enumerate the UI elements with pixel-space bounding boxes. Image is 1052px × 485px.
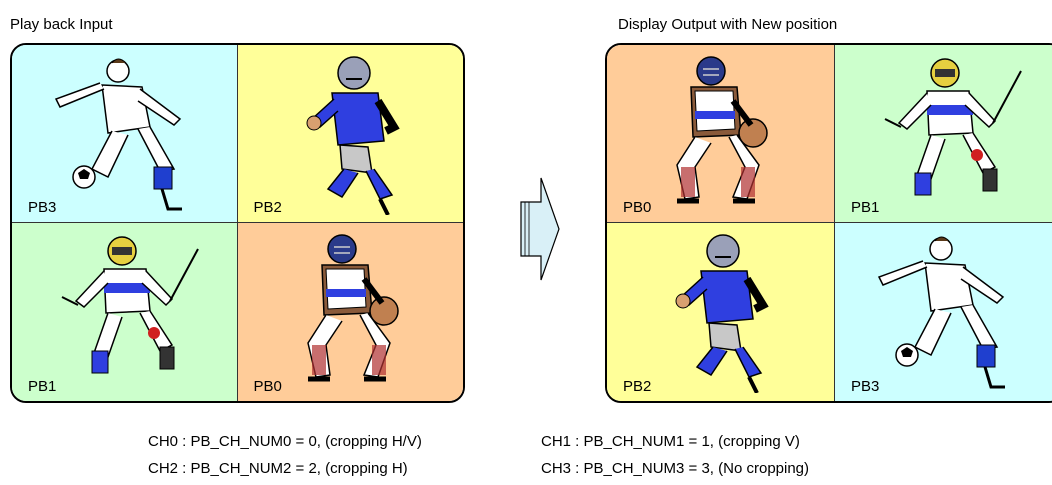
soccer-player-icon <box>54 58 182 211</box>
output-cell-pb0: PB0 <box>607 45 835 223</box>
caption-ch3: CH3 : PB_CH_NUM3 = 3, (No cropping) <box>541 460 810 477</box>
input-cell-pb1: PB1 <box>12 223 238 401</box>
playback-input-panel: PB3 PB2 PB1 <box>10 43 465 403</box>
cell-label: PB2 <box>253 199 282 216</box>
cell-label: PB0 <box>253 378 282 395</box>
baseball-catcher-icon <box>676 56 768 204</box>
skier-icon <box>884 58 1022 196</box>
football-player-icon <box>306 56 400 215</box>
input-cell-pb0: PB0 <box>237 223 463 401</box>
input-cell-pb2: PB2 <box>237 45 463 223</box>
input-cell-pb3: PB3 <box>12 45 238 223</box>
input-title: Play back Input <box>10 16 113 33</box>
cell-label: PB0 <box>623 199 652 216</box>
output-cell-pb2: PB2 <box>607 223 835 401</box>
output-title: Display Output with New position <box>618 16 838 33</box>
baseball-catcher-icon <box>306 234 399 382</box>
output-cell-pb3: PB3 <box>835 223 1052 401</box>
cell-label: PB1 <box>851 199 880 216</box>
cell-label: PB1 <box>28 378 57 395</box>
soccer-player-icon <box>877 236 1005 389</box>
caption-ch0: CH0 : PB_CH_NUM0 = 0, (cropping H/V) <box>148 433 422 450</box>
cell-label: PB3 <box>851 378 880 395</box>
cell-label: PB3 <box>28 199 57 216</box>
football-player-icon <box>675 234 769 393</box>
right-arrow-icon <box>520 177 560 281</box>
caption-ch2: CH2 : PB_CH_NUM2 = 2, (cropping H) <box>148 460 408 477</box>
cell-label: PB2 <box>623 378 652 395</box>
output-cell-pb1: PB1 <box>835 45 1052 223</box>
display-output-panel: PB0 PB1 PB2 <box>605 43 1052 403</box>
caption-ch1: CH1 : PB_CH_NUM1 = 1, (cropping V) <box>541 433 800 450</box>
skier-icon <box>61 236 199 374</box>
